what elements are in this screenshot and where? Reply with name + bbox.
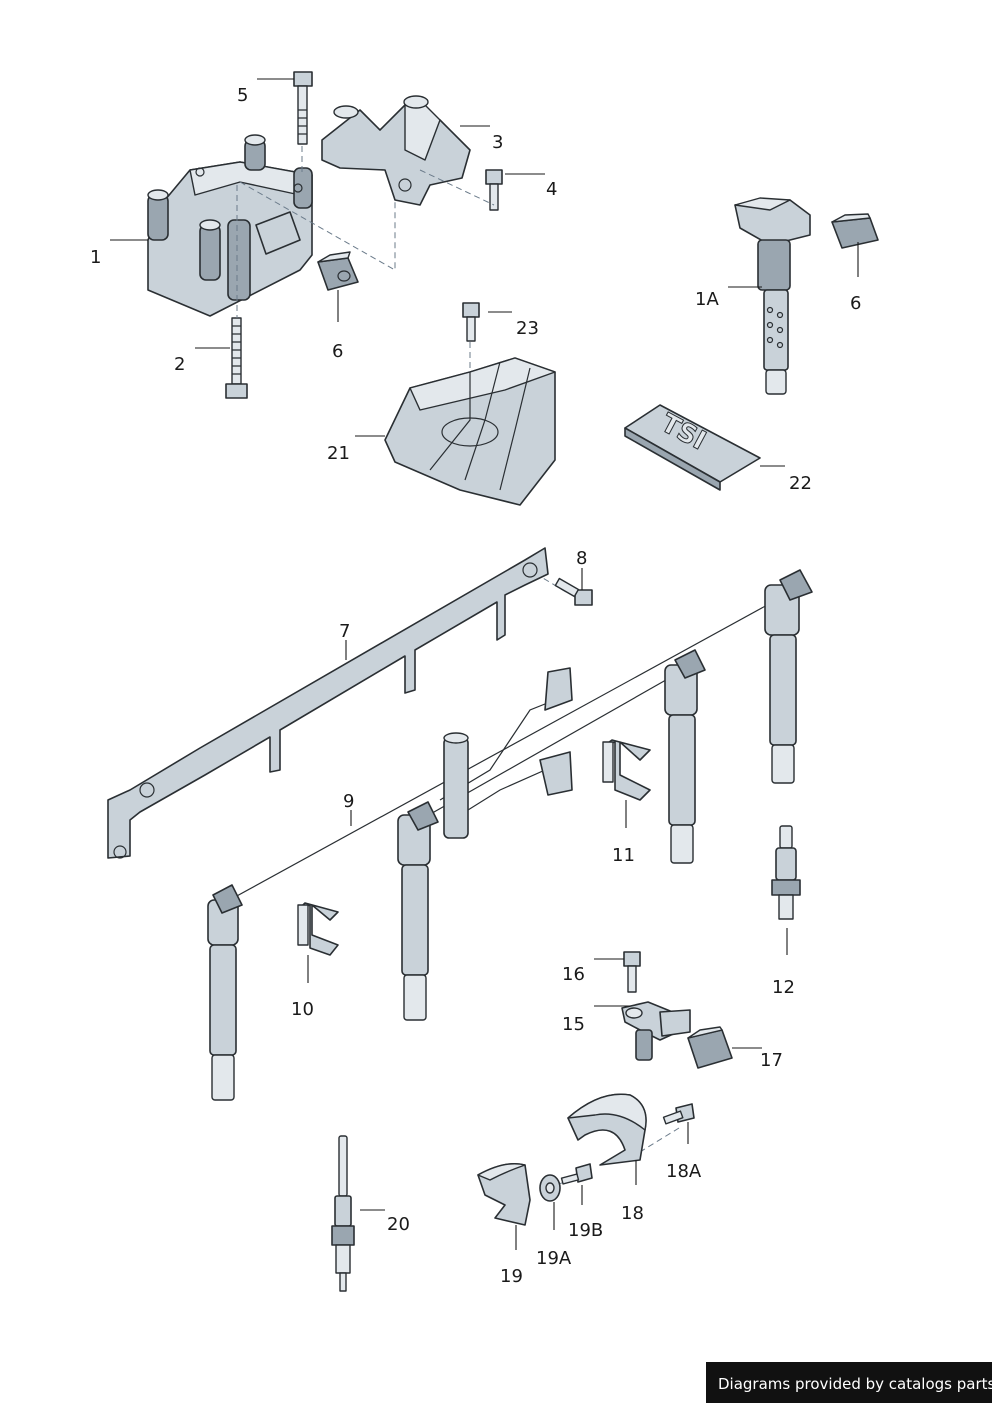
callout-20: 20 bbox=[387, 1214, 410, 1235]
callout-10: 10 bbox=[291, 999, 314, 1020]
callout-5: 5 bbox=[237, 85, 248, 106]
coil-cover bbox=[384, 357, 556, 506]
bolt-16 bbox=[623, 951, 641, 993]
callout-19a: 19A bbox=[536, 1248, 572, 1269]
camshaft-sensor bbox=[621, 1001, 691, 1061]
tsi-badge: TSI bbox=[624, 404, 761, 491]
bolt-5 bbox=[293, 71, 313, 145]
callout-21: 21 bbox=[327, 443, 350, 464]
callout-11: 11 bbox=[612, 845, 635, 866]
callout-1a: 1A bbox=[695, 289, 719, 310]
ignition-lead-set bbox=[207, 569, 813, 1101]
cable-clip-10 bbox=[297, 902, 339, 956]
pencil-ignition-coil bbox=[734, 197, 811, 395]
connector-17 bbox=[687, 1026, 733, 1069]
callout-18a: 18A bbox=[666, 1161, 702, 1182]
watermark-banner: Diagrams provided by catalogs parts bbox=[706, 1362, 992, 1403]
cable-clip-11 bbox=[602, 739, 651, 801]
callout-1: 1 bbox=[90, 247, 101, 268]
watermark-text: Diagrams provided by catalogs parts bbox=[718, 1375, 992, 1393]
spark-plug bbox=[771, 825, 801, 920]
bolt-19b bbox=[560, 1163, 593, 1185]
callout-15: 15 bbox=[562, 1014, 585, 1035]
callout-2: 2 bbox=[174, 354, 185, 375]
callout-22: 22 bbox=[789, 473, 812, 494]
callout-19b: 19B bbox=[568, 1220, 603, 1241]
mounting-bracket bbox=[321, 95, 471, 206]
glow-plug bbox=[331, 1135, 355, 1292]
callout-17: 17 bbox=[760, 1050, 783, 1071]
gasket-strip bbox=[107, 547, 549, 859]
long-bolt bbox=[225, 317, 248, 399]
callout-6-left: 6 bbox=[332, 341, 343, 362]
callout-9: 9 bbox=[343, 791, 354, 812]
bolt-18a bbox=[662, 1103, 695, 1125]
connector-6-left bbox=[317, 251, 359, 291]
ignition-coil-block bbox=[147, 134, 313, 317]
callout-23: 23 bbox=[516, 318, 539, 339]
callout-19: 19 bbox=[500, 1266, 523, 1287]
heat-shield-19 bbox=[477, 1162, 531, 1226]
callout-8: 8 bbox=[576, 548, 587, 569]
heat-shield-18 bbox=[567, 1093, 647, 1166]
leader-lines bbox=[110, 78, 859, 1250]
callout-7: 7 bbox=[339, 621, 350, 642]
callout-4: 4 bbox=[546, 179, 557, 200]
bolt-8 bbox=[554, 577, 593, 606]
callout-6-right: 6 bbox=[850, 293, 861, 314]
callout-16: 16 bbox=[562, 964, 585, 985]
callout-3: 3 bbox=[492, 132, 503, 153]
bolt-23 bbox=[462, 302, 480, 342]
assembly-lines bbox=[236, 146, 680, 1186]
washer-19a bbox=[539, 1174, 561, 1202]
callout-12: 12 bbox=[772, 977, 795, 998]
callout-18: 18 bbox=[621, 1203, 644, 1224]
callout-labels: 1 1A 2 3 4 5 6 6 7 8 9 10 11 12 15 16 17… bbox=[90, 85, 861, 1287]
connector-6-right bbox=[831, 213, 879, 249]
bolt-4 bbox=[485, 169, 503, 211]
